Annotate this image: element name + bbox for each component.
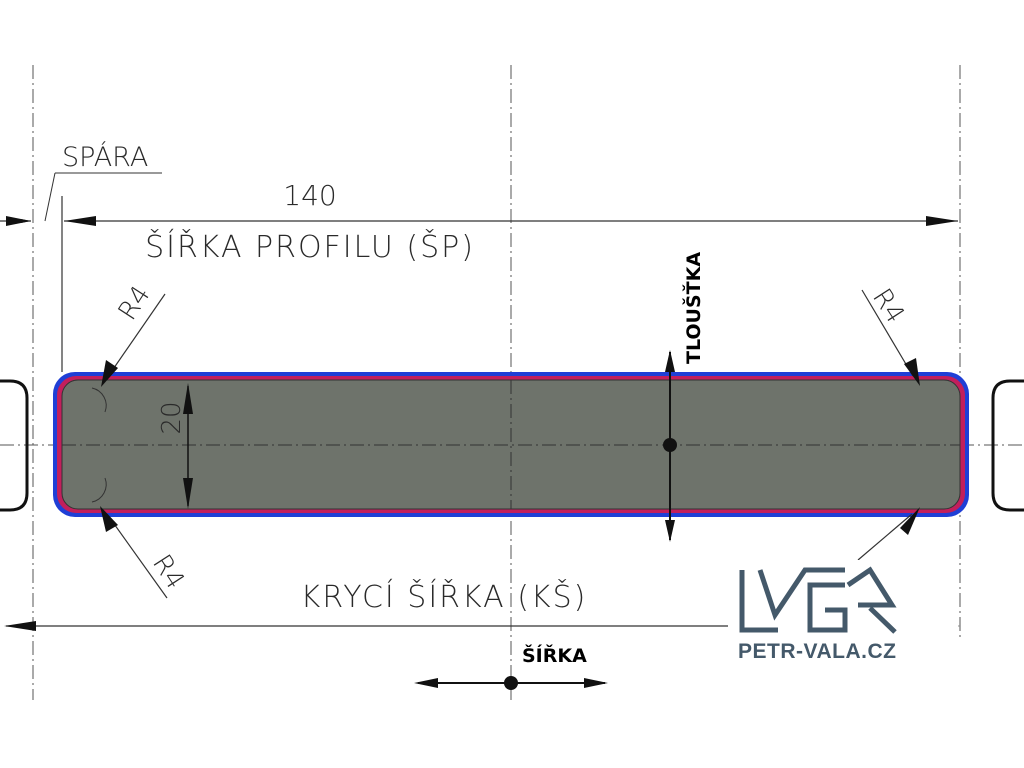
profile-width-arrow-left bbox=[64, 216, 96, 226]
radius-arrow-bottom-left bbox=[100, 506, 118, 532]
radius-label-top-right: R4 bbox=[866, 283, 910, 328]
radius-leader-top-left bbox=[106, 293, 166, 379]
thickness-marker-arrow-top bbox=[665, 350, 675, 372]
gap-label: SPÁRA bbox=[62, 141, 148, 173]
radius-arrow-top-left bbox=[101, 360, 118, 387]
width-label: ŠÍŘKA bbox=[522, 643, 587, 667]
thickness-marker-arrow-bottom bbox=[665, 520, 675, 542]
logo: PETR-VALA.CZ bbox=[728, 560, 958, 670]
neighbour-board-left bbox=[0, 379, 29, 512]
cover-width-arrow-left bbox=[4, 621, 36, 631]
corner-radius-arcs bbox=[91, 387, 107, 503]
profile-width-label: ŠÍŘKA PROFILU (ŠP) bbox=[145, 228, 475, 265]
vga-monogram-icon bbox=[739, 566, 897, 634]
thickness-dimension-arrow-top bbox=[183, 383, 193, 414]
profile-width-value: 140 bbox=[283, 179, 336, 212]
radius-arrow-top-right bbox=[904, 358, 920, 386]
thickness-value: 20 bbox=[157, 401, 187, 434]
thickness-dimension-arrow-bottom bbox=[183, 478, 193, 509]
radius-label-bottom-left: R4 bbox=[146, 549, 190, 594]
neighbour-board-right bbox=[991, 379, 1024, 512]
gap-arrow-left bbox=[6, 216, 31, 226]
radius-leader-bottom-right bbox=[857, 513, 913, 561]
logo-text: PETR-VALA.CZ bbox=[738, 640, 896, 663]
radius-leader-top-right bbox=[861, 289, 914, 377]
profile-width-dimension bbox=[0, 196, 958, 372]
radius-label-top-left: R4 bbox=[113, 280, 157, 325]
width-marker-arrow-right bbox=[584, 678, 608, 688]
profile-width-arrow-right bbox=[926, 216, 958, 226]
width-marker-arrow-left bbox=[414, 678, 438, 688]
cover-width-label: KRYCÍ ŠÍŘKA (KŠ) bbox=[301, 578, 588, 615]
gap-leader bbox=[44, 172, 162, 222]
thickness-marker-dot bbox=[663, 438, 677, 452]
radius-leader-bottom-left bbox=[106, 513, 168, 599]
radius-arrow-bottom-right bbox=[900, 507, 920, 535]
width-marker-dot bbox=[504, 676, 518, 690]
thickness-label: TLOUŠŤKA bbox=[681, 252, 705, 364]
